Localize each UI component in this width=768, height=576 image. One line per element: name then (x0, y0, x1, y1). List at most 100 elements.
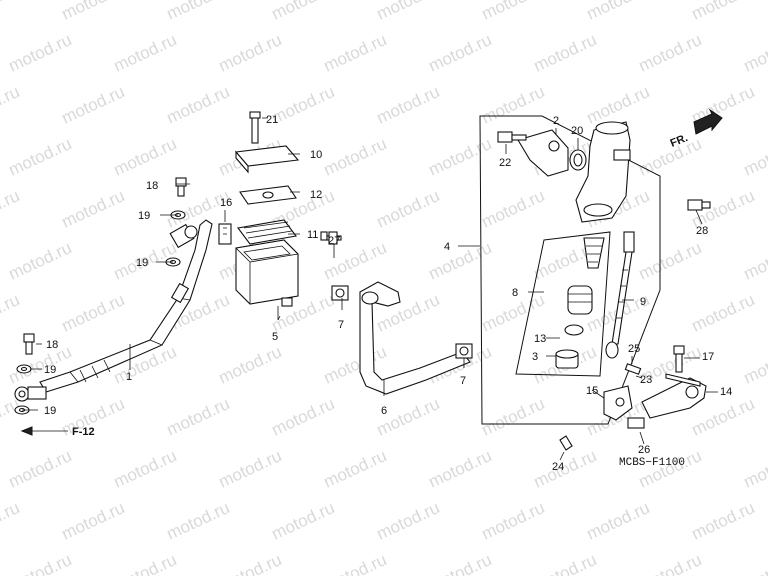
watermark-text: motod.ru (216, 446, 285, 492)
callout-22: 22 (499, 157, 511, 169)
watermark-text: motod.ru (111, 134, 180, 180)
watermark-text: motod.ru (689, 498, 758, 544)
watermark-text: motod.ru (164, 498, 233, 544)
callout-3: 3 (532, 351, 538, 363)
watermark-text: motod.ru (689, 290, 758, 336)
diaphragm-plate (239, 185, 297, 205)
watermark-text: motod.ru (531, 446, 600, 492)
callout-8: 8 (512, 287, 518, 299)
watermark-text: motod.ru (321, 550, 390, 576)
bolt-18-lower (23, 333, 35, 355)
watermark-text: motod.ru (741, 550, 768, 576)
assembly-frame (479, 115, 661, 425)
hose-clip-7-left (331, 285, 349, 301)
watermark-text: motod.ru (426, 134, 495, 180)
watermark-text: motod.ru (479, 498, 548, 544)
callout-21: 21 (266, 114, 278, 126)
watermark-text: motod.ru (636, 550, 705, 576)
reservoir-clip (218, 223, 232, 245)
watermark-text: motod.ru (374, 186, 443, 232)
watermark-text: motod.ru (59, 290, 128, 336)
watermark-text: motod.ru (0, 186, 22, 232)
watermark-text: motod.ru (269, 394, 338, 440)
callout-19-a: 19 (138, 210, 150, 222)
watermark-text: motod.ru (426, 30, 495, 76)
watermark-text: motod.ru (584, 0, 653, 24)
joint-15 (603, 385, 633, 421)
bolt-22 (497, 131, 527, 143)
bolt-17 (673, 345, 685, 373)
callout-5: 5 (272, 331, 278, 343)
callout-12: 12 (310, 189, 322, 201)
callout-6: 6 (381, 405, 387, 417)
watermark-text: motod.ru (741, 238, 768, 284)
watermark-text: motod.ru (6, 446, 75, 492)
banjo-bolt-lower (14, 386, 47, 402)
watermark-text: motod.ru (269, 498, 338, 544)
watermark-text: motod.ru (59, 498, 128, 544)
callout-1: 1 (126, 371, 132, 383)
reservoir-body (235, 239, 299, 307)
watermark-text: motod.ru (0, 82, 22, 128)
push-rod (605, 231, 635, 359)
leader-lines (22, 117, 718, 461)
callout-25: 25 (628, 343, 640, 355)
watermark-text: motod.ru (374, 82, 443, 128)
callout-23: 23 (640, 374, 652, 386)
watermark-text: motod.ru (636, 238, 705, 284)
watermark-text: motod.ru (636, 30, 705, 76)
watermark-text: motod.ru (0, 0, 22, 24)
callout-11: 11 (307, 229, 318, 241)
watermark-text: motod.ru (59, 0, 128, 24)
callout-19-c: 19 (44, 364, 56, 376)
callout-28: 28 (696, 225, 708, 237)
callout-18-lower: 18 (46, 339, 58, 351)
watermark-text: motod.ru (426, 446, 495, 492)
callout-labels: 21 10 12 11 16 18 19 19 1 18 19 19 27 5 … (44, 114, 732, 473)
watermark-text: motod.ru (59, 82, 128, 128)
callout-10: 10 (310, 149, 322, 161)
reservoir-screw (249, 111, 261, 144)
pedal-link-14 (641, 373, 707, 419)
callout-19-b: 19 (136, 257, 148, 269)
banjo-bolt-upper (169, 223, 198, 249)
watermark-text: motod.ru (111, 446, 180, 492)
reservoir-hose (359, 281, 471, 395)
watermark-text: motod.ru (479, 394, 548, 440)
watermark-text: motod.ru (216, 550, 285, 576)
master-cylinder-body (575, 121, 631, 223)
callout-18-upper: 18 (146, 180, 158, 192)
watermark-text: motod.ru (216, 30, 285, 76)
watermark-text: motod.ru (584, 498, 653, 544)
callout-7-left: 7 (338, 319, 344, 331)
cotter-pin-25-23 (624, 363, 642, 375)
watermark-text: motod.ru (531, 550, 600, 576)
watermark-text: motod.ru (479, 186, 548, 232)
watermark-text: motod.ru (479, 0, 548, 24)
watermark-text: motod.ru (216, 342, 285, 388)
watermark-text: motod.ru (741, 134, 768, 180)
watermark-text: motod.ru (321, 30, 390, 76)
piston-kit (515, 231, 611, 377)
callout-24: 24 (552, 461, 564, 473)
bolt-28 (687, 199, 711, 211)
callout-13: 13 (534, 333, 546, 345)
diaphragm (237, 219, 297, 245)
hose-clip-7-right (455, 343, 473, 359)
watermark-text: motod.ru (741, 30, 768, 76)
bolt-18-upper (175, 177, 187, 197)
callout-26: 26 (638, 444, 650, 456)
watermark-text: motod.ru (374, 498, 443, 544)
watermark-text: motod.ru (321, 134, 390, 180)
watermark-text: motod.ru (741, 446, 768, 492)
hose-clamp-27 (320, 231, 342, 245)
watermark-text: motod.ru (374, 0, 443, 24)
watermark-text: motod.ru (426, 550, 495, 576)
watermark-text: motod.ru (6, 30, 75, 76)
diagram-code: MCBS−F1100 (619, 457, 685, 469)
reservoir-cap (234, 145, 300, 174)
watermark-text: motod.ru (0, 290, 22, 336)
watermark-text: motod.ru (0, 498, 22, 544)
watermark-text: motod.ru (426, 238, 495, 284)
